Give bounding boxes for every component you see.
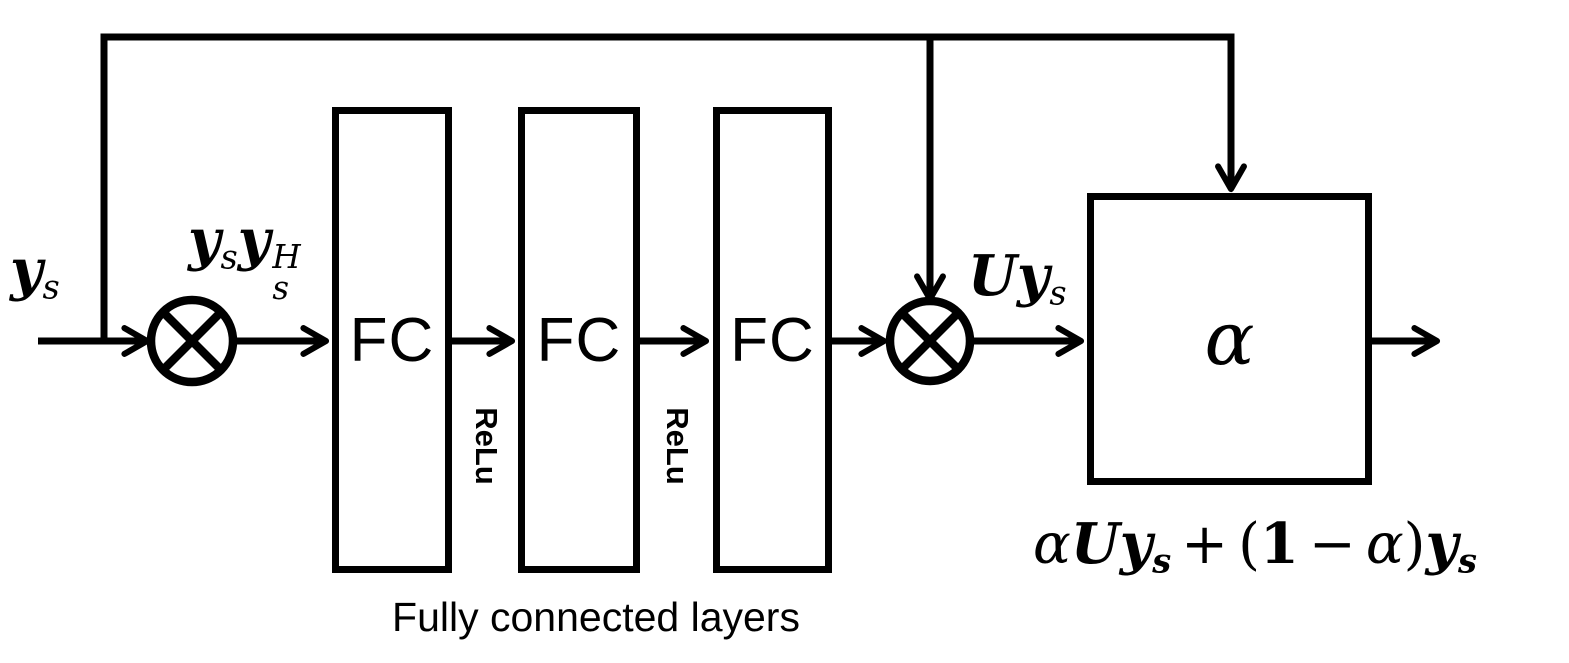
formula-sub-s1: s [1152, 540, 1172, 581]
outer-product-subscript: s [272, 269, 289, 308]
formula-close-paren: ) [1403, 512, 1426, 577]
input-signal-label: ys [10, 242, 60, 304]
fc-box-3-label: FC [730, 305, 815, 375]
input-label-subscript: s [42, 267, 60, 307]
outer-product-y1: y [188, 207, 221, 273]
formula-sub-s2: s [1458, 540, 1477, 581]
formula-minus: − [1308, 512, 1356, 577]
outer-product-superscript: H [272, 238, 301, 277]
fc-box-2-label: FC [536, 305, 622, 375]
transformed-signal-label: Uys [968, 248, 1067, 310]
outer-product-y2: y [237, 207, 271, 273]
fc-box-1: FC [332, 107, 452, 573]
fc-box-3: FC [713, 107, 832, 573]
fc-group-caption: Fully connected layers [392, 594, 800, 640]
multiply-icon-1 [146, 295, 238, 387]
output-formula: αUys+(1−α)ys [1020, 516, 1490, 578]
input-label-base: y [10, 237, 43, 303]
formula-alpha1: α [1033, 512, 1071, 577]
formula-open-paren: ( [1238, 512, 1260, 577]
outer-product-s1: s [220, 237, 238, 277]
formula-y2: y [1425, 511, 1459, 577]
fc-box-1-label: FC [349, 305, 435, 375]
formula-alpha2: α [1365, 512, 1404, 577]
alpha-box-label: α [1204, 296, 1255, 382]
formula-plus: + [1181, 512, 1229, 577]
relu-label-1: ReLu [469, 407, 504, 485]
transformed-label-base: Uy [968, 243, 1050, 309]
fc-box-2: FC [518, 107, 640, 573]
alpha-box: α [1087, 193, 1372, 485]
formula-Uy: Uy [1070, 511, 1153, 577]
formula-one: 1 [1259, 511, 1299, 577]
multiply-icon-2 [885, 296, 975, 386]
transformed-label-subscript: s [1049, 273, 1067, 313]
relu-label-2: ReLu [660, 407, 695, 485]
skip-connection-line [100, 33, 1247, 341]
